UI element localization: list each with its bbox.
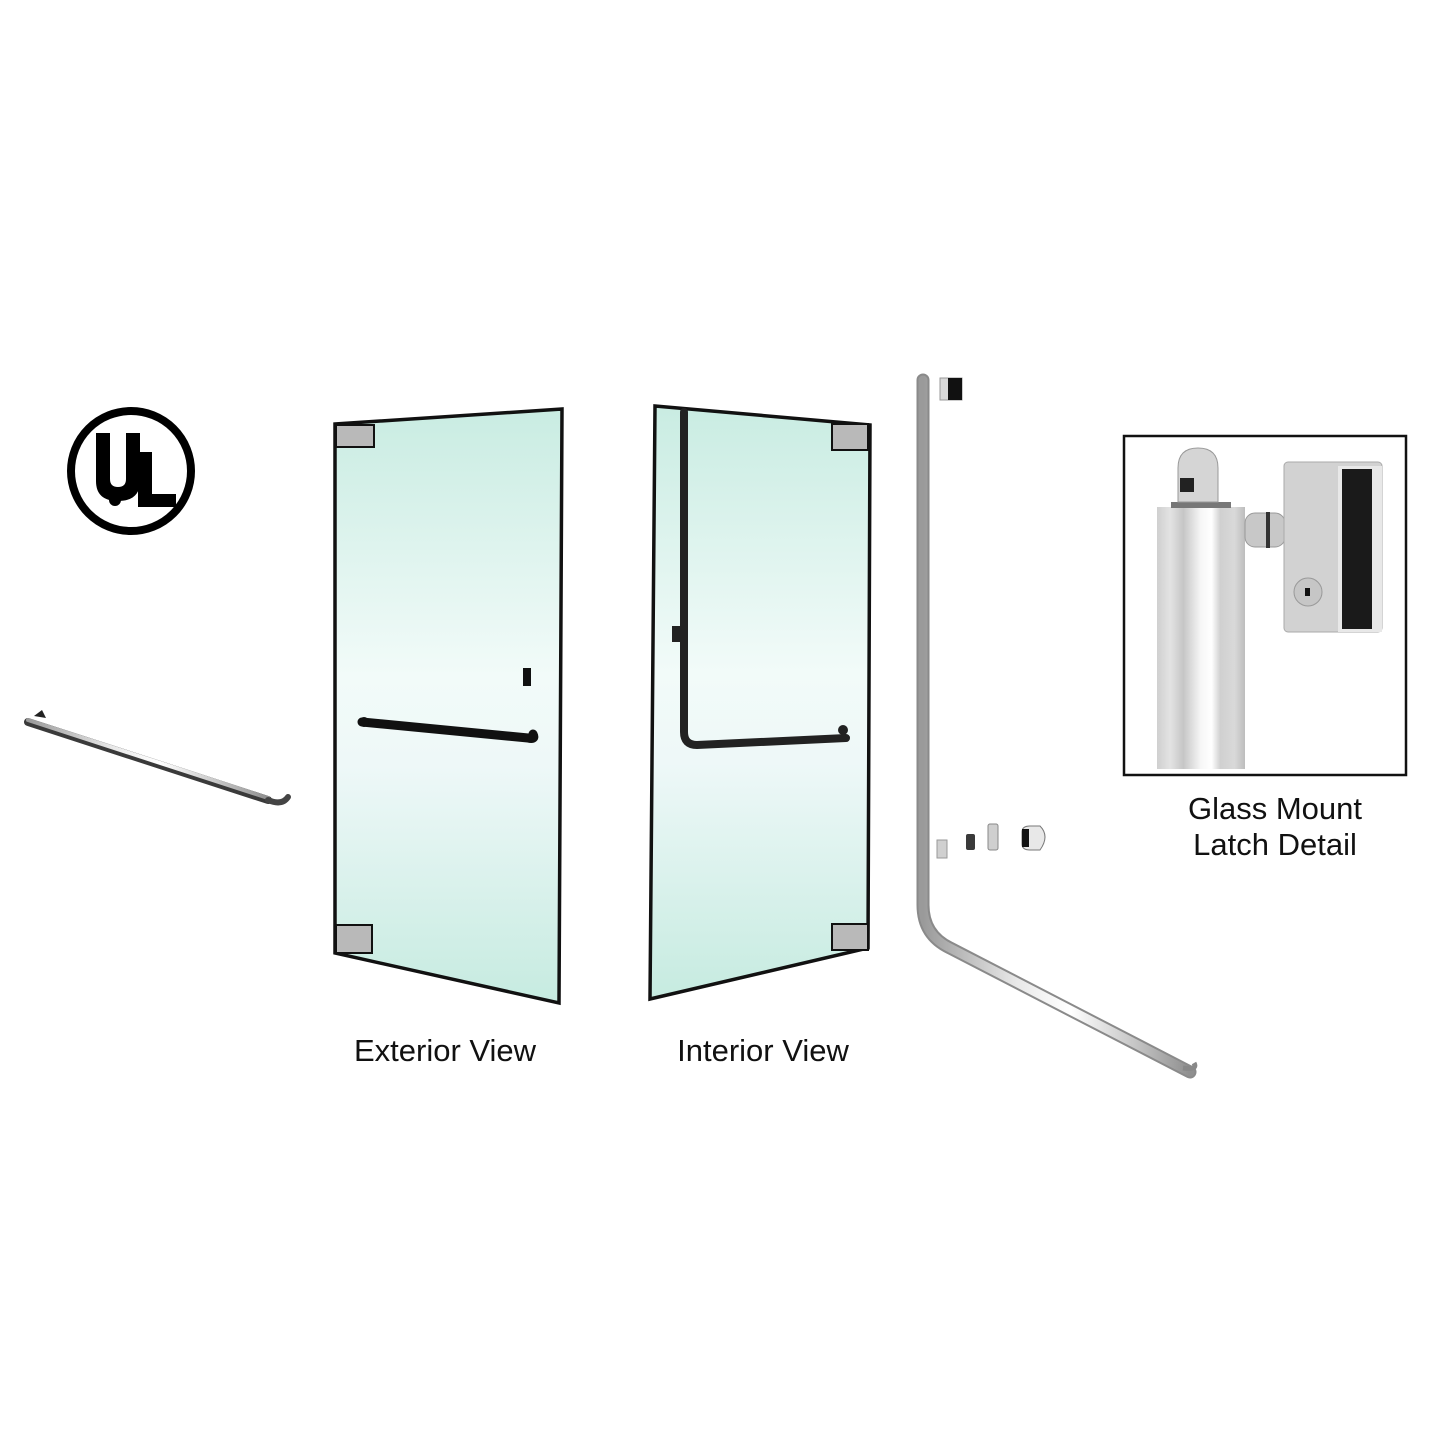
exterior-door-illustration — [333, 407, 564, 1006]
exit-bar-illustration — [916, 373, 1198, 1079]
interior-door-illustration — [648, 404, 872, 1002]
latch-detail-panel — [1122, 434, 1408, 777]
ul-logo-icon — [67, 407, 195, 535]
exterior-view-label: Exterior View — [353, 1033, 537, 1068]
latch-detail-label-line1: Glass Mount — [1187, 791, 1362, 826]
latch-detail-label-line2: Latch Detail — [1193, 827, 1357, 862]
pull-bar-icon — [24, 710, 291, 806]
interior-view-label: Interior View — [677, 1033, 849, 1068]
